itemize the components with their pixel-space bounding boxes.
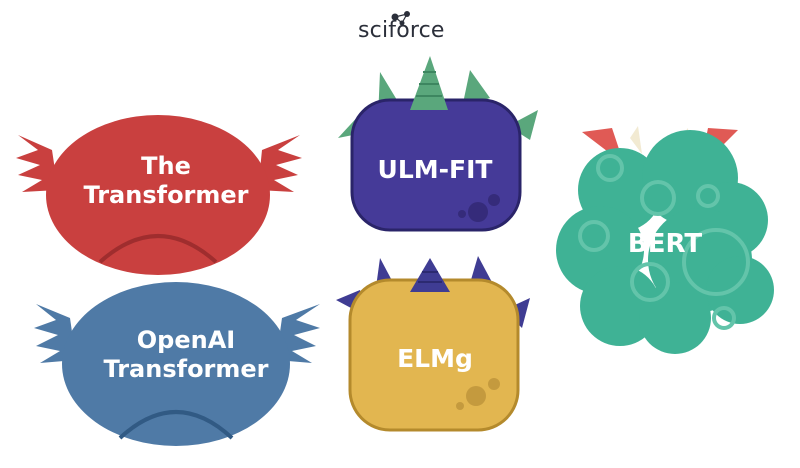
transformer-label-line-1: The (141, 152, 191, 180)
brand-logo: sciforce (350, 14, 450, 48)
ulmfit-label: ULM-FIT (377, 155, 493, 184)
openai-transformer-monster (34, 282, 320, 446)
bert-monster (556, 126, 774, 354)
bert-label: BERT (627, 229, 703, 259)
transformer-label-line-2: Transformer (83, 181, 249, 210)
ulmfit-monster (338, 56, 538, 232)
openai-label-line-2: Transformer (103, 355, 269, 384)
openai-transformer-label: OpenAI Transformer (60, 326, 312, 385)
brand-name: sciforce (358, 18, 445, 43)
transformer-label: The Transformer (40, 152, 292, 211)
openai-label-line-1: OpenAI (136, 326, 236, 354)
elmg-label: ELMg (397, 344, 473, 373)
transformer-monster (16, 115, 302, 275)
elmg-monster (336, 256, 530, 432)
sciforce-logo-mark (391, 11, 410, 26)
